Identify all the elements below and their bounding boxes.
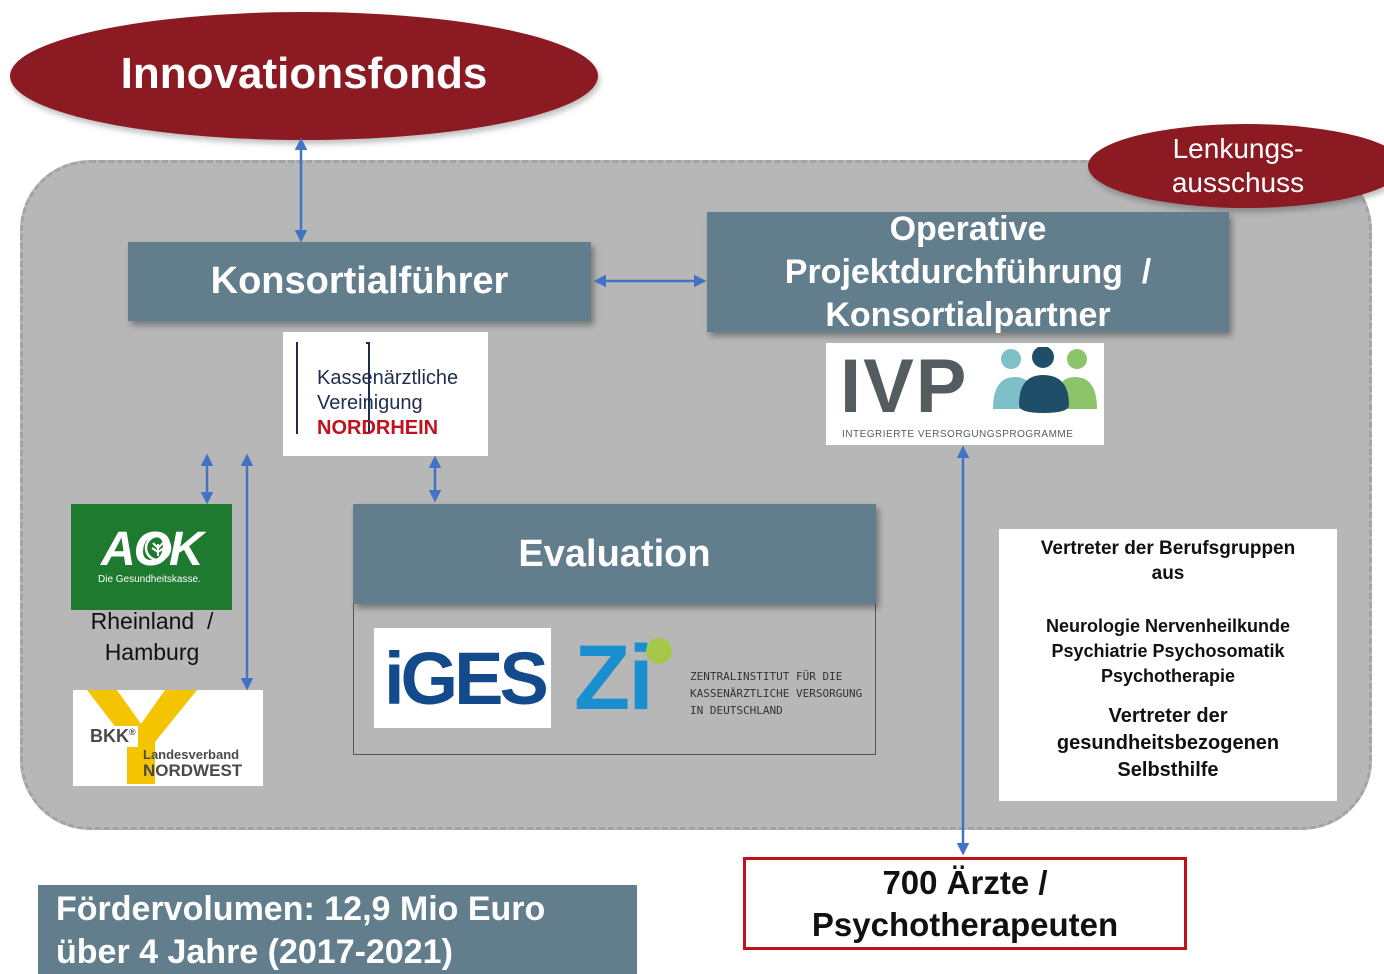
representatives-field1: Neurologie Nervenheilkunde	[1045, 616, 1291, 636]
aok-logo: AOK Die Gesundheitskasse.	[71, 504, 232, 610]
aok-letters: AOK	[101, 523, 204, 576]
aok-region-line1: Rheinland /	[90, 608, 214, 634]
bkk-line2: NORDWEST	[143, 761, 243, 780]
representatives-field3: Psychotherapie	[1100, 666, 1236, 686]
innovationsfonds-ellipse: Innovationsfonds	[10, 12, 598, 140]
ivp-letters: IVP	[840, 344, 969, 429]
steering-committee-line2: ausschuss	[1171, 167, 1305, 198]
lead-partner-box: Konsortialführer	[128, 242, 591, 321]
doctors-box: 700 Ärzte / Psychotherapeuten	[743, 857, 1187, 950]
operative-line1: Operative	[889, 209, 1047, 248]
people-group-icon	[993, 347, 1097, 413]
zi-logo: Zi ZENTRALINSTITUT FÜR DIE KASSENÄRZTLIC…	[560, 628, 872, 728]
representatives-heading1: Vertreter der Berufsgruppen	[1040, 538, 1296, 559]
kv-line1: Kassenärztliche	[317, 367, 459, 389]
aok-region-line2: Hamburg	[104, 639, 200, 665]
zi-dot-icon	[646, 638, 672, 664]
funding-box: Fördervolumen: 12,9 Mio Euro über 4 Jahr…	[38, 885, 637, 974]
funding-line1: Fördervolumen: 12,9 Mio Euro	[56, 890, 546, 928]
kv-line2: Vereinigung	[317, 392, 423, 414]
bkk-reg-mark: ®	[129, 727, 136, 737]
aok-region: Rheinland / Hamburg	[82, 606, 222, 668]
zi-line2: KASSENÄRZTLICHE VERSORGUNG	[690, 687, 863, 700]
selfhelp-line3: Selbsthilfe	[1117, 759, 1219, 781]
aok-tagline: Die Gesundheitskasse.	[98, 574, 201, 585]
zi-line1: ZENTRALINSTITUT FÜR DIE	[690, 670, 843, 683]
representatives-heading2: aus	[1151, 563, 1185, 584]
ivp-subtitle: INTEGRIERTE VERSORGUNGSPROGRAMME	[842, 429, 1074, 440]
bkk-letters-text: BKK	[90, 726, 129, 746]
representatives-box: Vertreter der Berufsgruppen aus Neurolog…	[999, 529, 1337, 801]
lead-partner-label: Konsortialführer	[210, 260, 509, 302]
selfhelp-line2: gesundheitsbezogenen	[1056, 732, 1280, 754]
steering-committee-line1: Lenkungs-	[1172, 133, 1304, 164]
doctors-line2: Psychotherapeuten	[811, 905, 1119, 943]
kv-bracket-bottom	[296, 420, 298, 434]
selfhelp-line1: Vertreter der	[1108, 705, 1228, 727]
zi-line3: IN DEUTSCHLAND	[690, 704, 783, 717]
bkk-letters: BKK®	[88, 726, 138, 747]
doctors-line1: 700 Ärzte /	[882, 863, 1048, 901]
bkk-logo: BKK® Landesverband NORDWEST	[73, 690, 263, 786]
ivp-logo: IVP INTEGRIERTE VERSORGUNGSPROGRAMME	[826, 343, 1104, 445]
bkk-y-icon	[87, 690, 197, 784]
funding-line2: über 4 Jahre (2017-2021)	[56, 933, 453, 971]
zi-letters: Zi	[574, 627, 654, 729]
bkk-line1: Landesverband	[143, 747, 240, 762]
kv-line3: NORDRHEIN	[317, 417, 439, 439]
steering-committee-ellipse: Lenkungs- ausschuss	[1088, 124, 1384, 208]
evaluation-box: Evaluation	[353, 504, 876, 604]
operative-line2: Projektdurchführung /	[784, 252, 1152, 291]
operative-box: Operative Projektdurchführung / Konsorti…	[707, 210, 1229, 334]
representatives-field2: Psychiatrie Psychosomatik	[1051, 641, 1285, 661]
tree-icon	[144, 534, 172, 562]
evaluation-label: Evaluation	[518, 532, 711, 575]
operative-line3: Konsortialpartner	[825, 295, 1111, 334]
innovationsfonds-title: Innovationsfonds	[120, 49, 488, 98]
iges-letters: iGES	[384, 637, 549, 720]
iges-logo: iGES	[374, 628, 551, 728]
kv-nordrhein-logo: Kassenärztliche Vereinigung NORDRHEIN	[283, 332, 488, 456]
